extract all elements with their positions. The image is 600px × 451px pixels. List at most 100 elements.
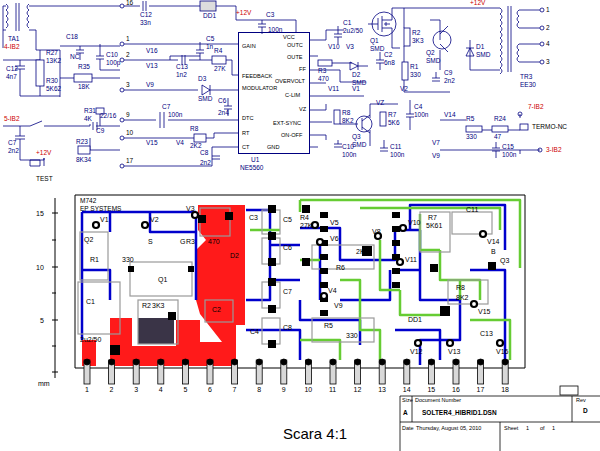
part-label: G xyxy=(180,238,185,245)
scale-note: Scara 4:1 xyxy=(283,426,347,441)
part-label: Q3 xyxy=(500,257,509,264)
part-label: NE5560 xyxy=(240,165,264,172)
part-label: C11 xyxy=(390,144,401,151)
pcb-pad xyxy=(320,212,328,218)
part-label: 2n2 xyxy=(200,160,211,167)
part-label: C9 xyxy=(444,70,452,77)
part-label: 10 xyxy=(304,386,312,393)
part-label: 1n2 xyxy=(176,72,187,79)
part-label: 2n4 xyxy=(218,110,229,117)
part-label: Q2 xyxy=(426,50,435,57)
part-label: R4 xyxy=(214,48,222,55)
pcb-pin xyxy=(478,360,484,384)
part-label: Q3 xyxy=(352,134,361,141)
part-label: 27K xyxy=(214,66,226,73)
part-label: 100n xyxy=(502,152,516,159)
part-symbol xyxy=(540,60,544,64)
part-label: U1 xyxy=(251,157,259,164)
pcb-pin xyxy=(207,360,213,384)
pcb-pad xyxy=(392,240,400,246)
part-label: 470 xyxy=(318,76,329,83)
part-label: TERMO-NC xyxy=(532,124,567,131)
part-label: 330 xyxy=(346,332,358,339)
part-label: M742 xyxy=(80,198,96,205)
part-label: NC xyxy=(70,54,79,61)
part-label: SMD xyxy=(370,46,384,53)
pcb-pin xyxy=(404,359,410,365)
part-label: C7 xyxy=(162,104,170,111)
pcb-via xyxy=(471,301,477,307)
pcb-part-outline xyxy=(312,318,374,342)
part-label: 2u2/50 xyxy=(80,336,101,343)
pcb-via xyxy=(312,222,318,228)
title-field: Document Number xyxy=(415,398,461,404)
part-label: V6 xyxy=(330,235,339,242)
pcb-part-outline xyxy=(452,212,492,234)
part-label: 2 xyxy=(110,386,114,393)
part-label: V14 xyxy=(444,112,456,119)
part-symbol xyxy=(356,116,372,132)
resistor-symbol xyxy=(74,74,92,82)
pin-name: C-LIM xyxy=(285,93,300,99)
part-label: V10 xyxy=(328,44,340,51)
part-label: R5 xyxy=(324,322,333,329)
part-label: Q1 xyxy=(158,276,167,283)
part-label: C1 xyxy=(343,20,351,27)
part-label: 22/16 xyxy=(100,113,116,120)
pcb-via xyxy=(317,239,323,245)
part-label: C13 xyxy=(176,64,188,71)
pcb-pad xyxy=(320,268,328,274)
part-label: D1 xyxy=(476,44,484,51)
resistor-symbol xyxy=(380,112,386,126)
part-label: V1 xyxy=(352,86,360,93)
part-label: R30 xyxy=(46,78,58,85)
pcb-pin xyxy=(379,359,385,365)
pcb-pin xyxy=(84,359,90,365)
pcb-pin xyxy=(84,359,508,384)
part-label: 5-IB2 xyxy=(4,116,20,123)
part-label: C10 xyxy=(106,52,118,59)
pcb-blue-trace xyxy=(82,205,505,365)
pcb-pin xyxy=(428,360,434,384)
pcb-part-outline xyxy=(448,280,488,304)
part-label: C13 xyxy=(480,330,493,337)
pcb-pad xyxy=(392,282,400,288)
part-label: R4 xyxy=(300,214,309,221)
pcb-via xyxy=(400,225,406,231)
pcb-board-edge xyxy=(75,195,525,368)
part-label: C2 xyxy=(384,52,392,59)
part-symbol xyxy=(538,148,542,152)
part-label: R27 xyxy=(46,50,58,57)
part-label: 1 xyxy=(126,36,130,43)
title-block-lines xyxy=(560,386,578,395)
part-symbol xyxy=(372,12,396,36)
pcb-pad xyxy=(225,212,233,220)
schematic-wire xyxy=(3,1,296,166)
part-symbol xyxy=(466,8,500,70)
pcb-pin xyxy=(305,360,311,384)
part-label: C9 xyxy=(96,128,104,135)
part-label: C8 xyxy=(200,150,208,157)
part-label: 4n7 xyxy=(6,74,17,81)
part-label: 2 xyxy=(126,52,130,59)
part-symbol xyxy=(120,58,124,62)
schematic-wire xyxy=(3,121,90,160)
part-label: V1 xyxy=(100,216,109,223)
pcb-pin xyxy=(182,359,188,365)
pcb-pad xyxy=(268,258,276,266)
resistor-symbol xyxy=(212,56,226,64)
part-label: 470 xyxy=(208,238,220,245)
pcb-pin xyxy=(502,359,508,365)
part-label: V3 xyxy=(346,44,354,51)
part-symbol xyxy=(440,114,540,158)
pcb-via xyxy=(480,231,486,237)
pcb-via xyxy=(192,212,198,218)
pcb-via xyxy=(447,340,453,346)
resistor-symbol xyxy=(466,126,482,132)
part-label: 100p xyxy=(106,60,120,67)
schematic-wire xyxy=(6,3,29,31)
title-block-lines xyxy=(400,386,600,451)
part-label: V2 xyxy=(150,216,159,223)
resistor-symbol xyxy=(492,126,508,132)
part-symbol xyxy=(310,30,366,147)
